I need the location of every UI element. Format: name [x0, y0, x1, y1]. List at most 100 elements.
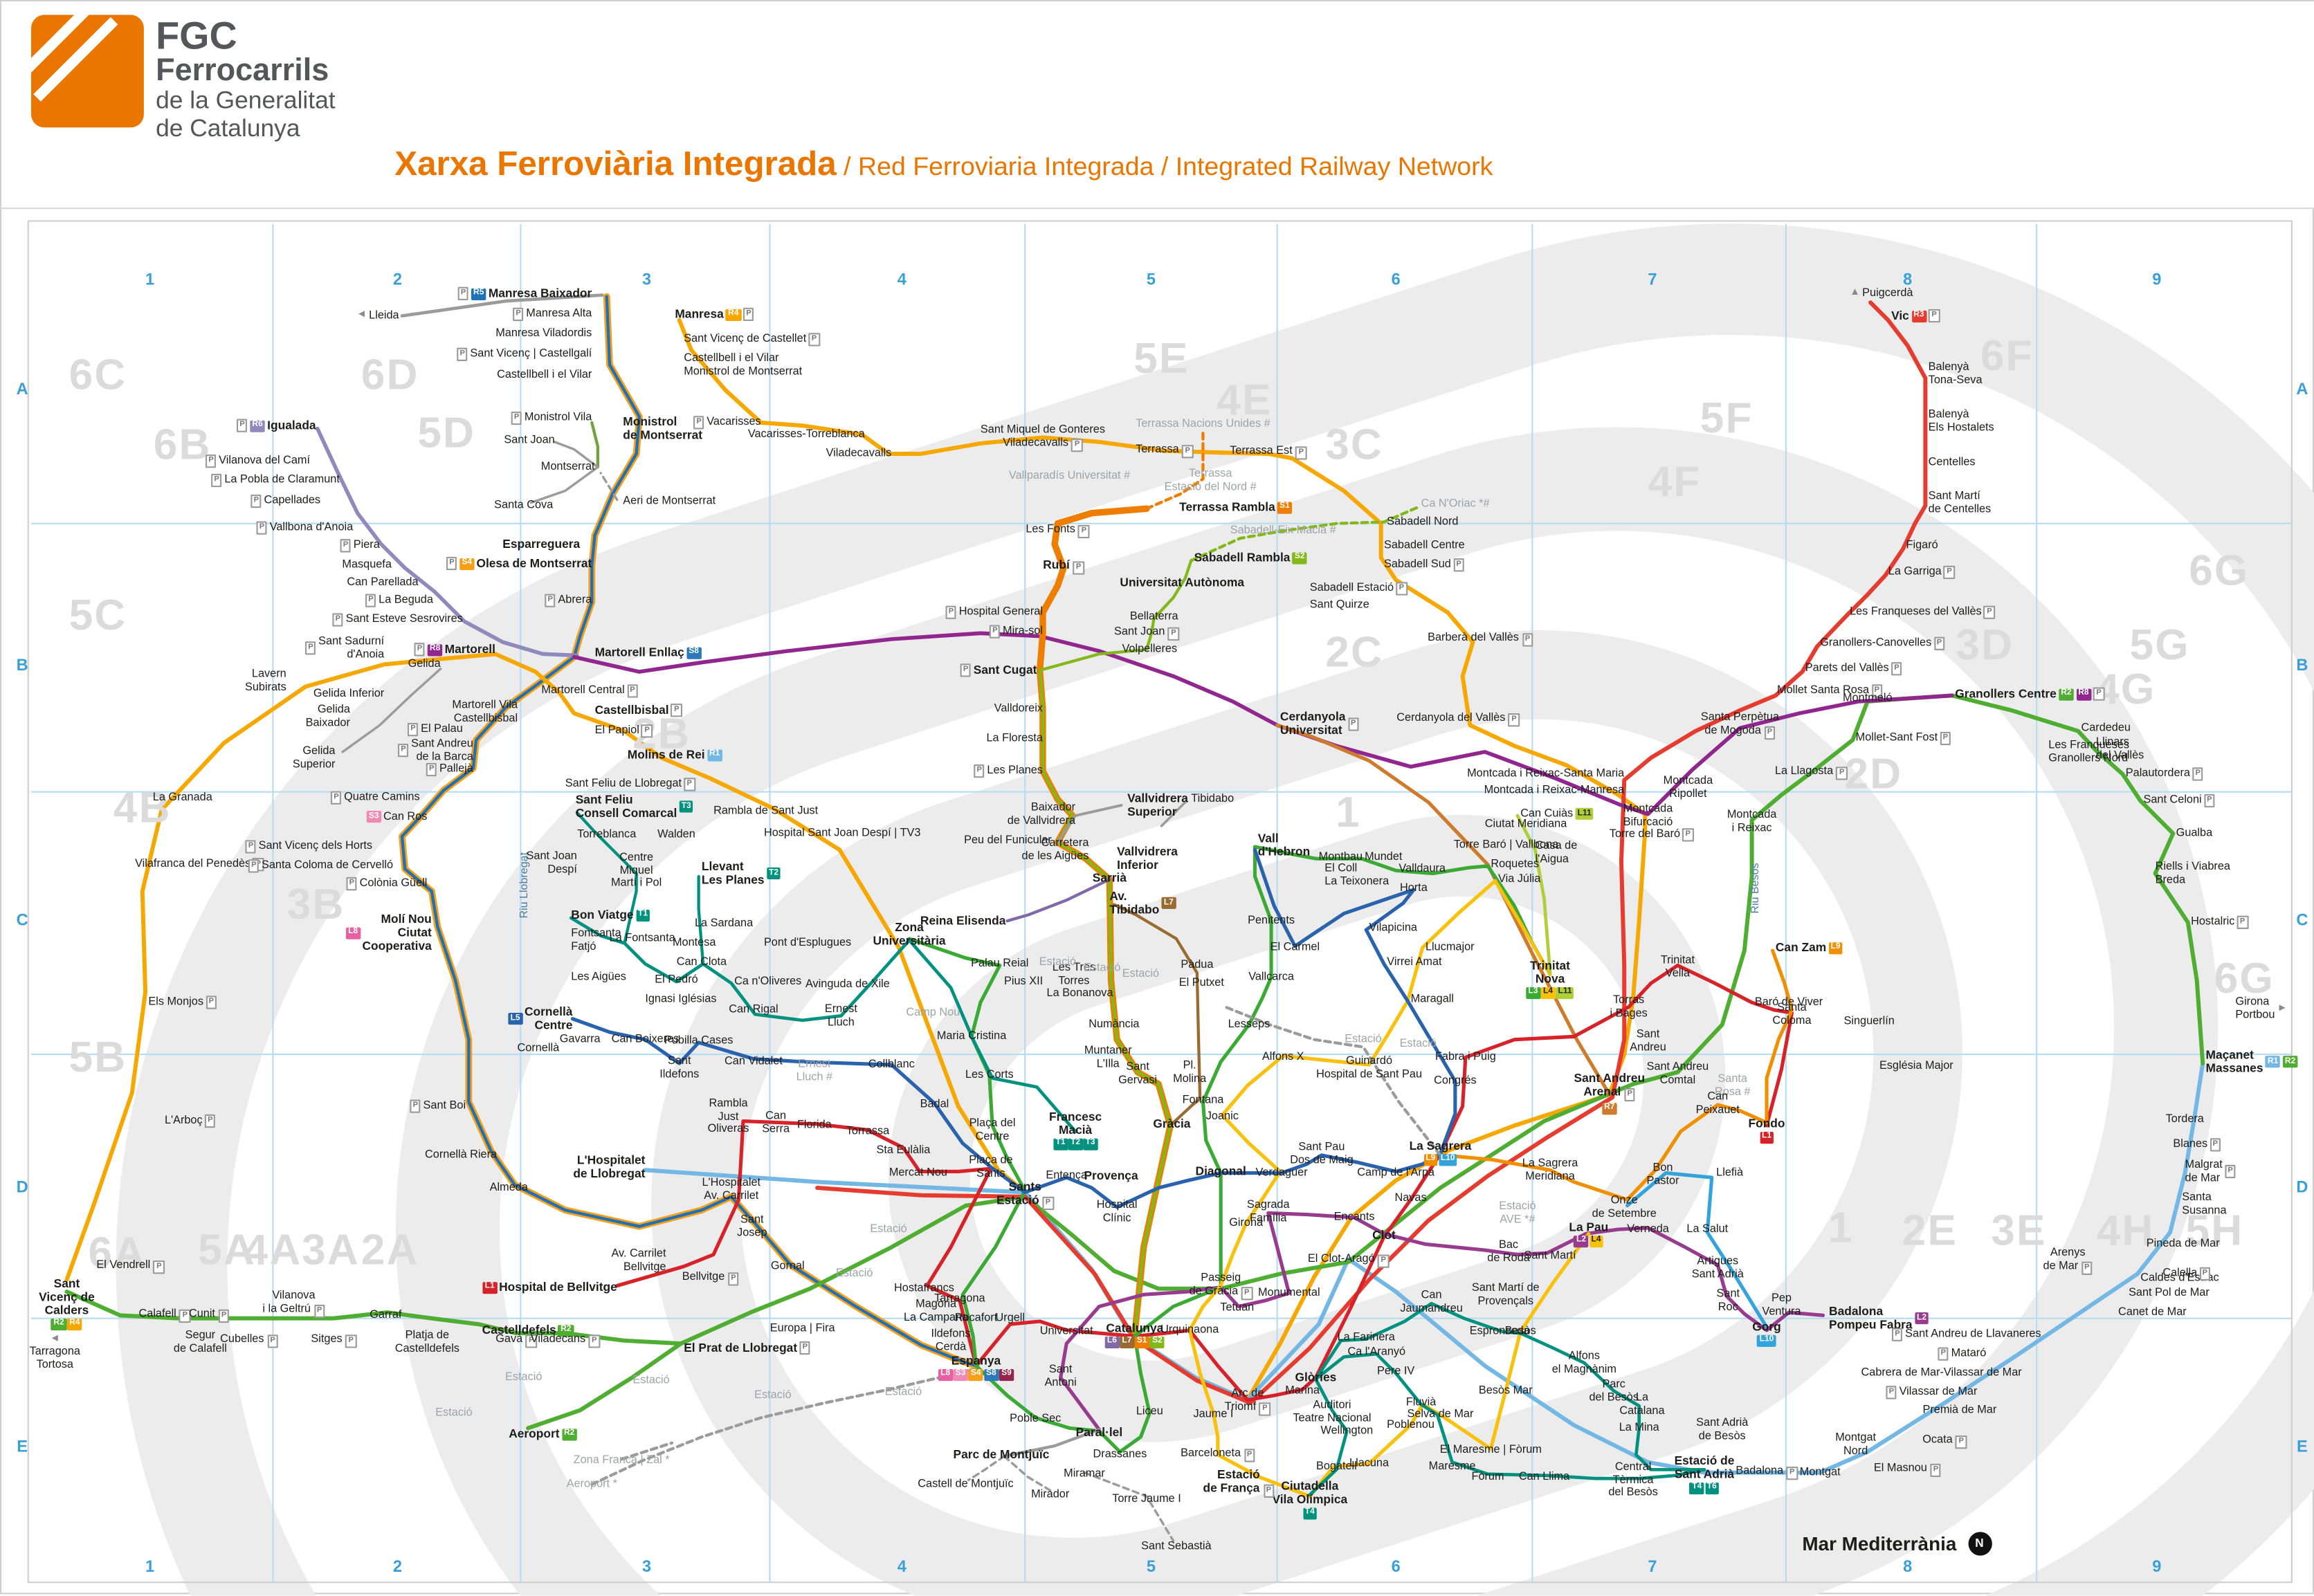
station-name: Alfons X: [1261, 1049, 1304, 1063]
station-name: Singuerlín: [1843, 1013, 1895, 1027]
parking-icon: P: [304, 641, 316, 655]
station-name: Ca n'Oliveres: [734, 973, 802, 988]
station-name: Olesa de Montserrat: [476, 556, 592, 571]
line-badge-S8: S8: [686, 646, 702, 659]
station-name: Tarragona: [934, 1291, 985, 1305]
station-label: Estació: [1084, 962, 1120, 975]
station-name: Baró de Viver: [1754, 994, 1823, 1009]
station-label: Viladecans P: [531, 1332, 600, 1348]
station-label: Urquinaona: [1160, 1323, 1219, 1337]
line-badge-L11: L11: [1556, 987, 1574, 999]
station-name: Platja de Castelldefels: [394, 1328, 459, 1355]
parking-icon: P: [1396, 582, 1407, 596]
fare-zone-number: 6A: [88, 1230, 147, 1278]
rail-line-L9: [1441, 1103, 1769, 1202]
station-label: ◄Tarragona Tortosa: [30, 1334, 80, 1371]
station-name: Collblanc: [868, 1056, 915, 1071]
station-name: Les Franqueses del Vallès: [1850, 605, 1982, 618]
station-name: Sant Andreu de Llavaneres: [1905, 1326, 2041, 1341]
station-name: Premià de Mar: [1922, 1402, 1997, 1416]
station-name: La Floresta: [986, 731, 1043, 744]
station-name: Casa de l'Aigua: [1535, 838, 1578, 865]
parking-icon: P: [727, 1272, 739, 1286]
rail-line-gray: [1003, 1455, 1052, 1492]
line-badge-L2: L2: [1574, 1235, 1589, 1247]
station-label: Pep Ventura: [1762, 1292, 1801, 1317]
station-label: Ignasi Iglésias: [645, 993, 716, 1006]
station-name: Tordera: [2165, 1112, 2204, 1126]
parking-icon: P: [410, 1099, 421, 1113]
station-label: Bac de Roda: [1487, 1238, 1530, 1264]
station-name: Badal: [920, 1097, 949, 1111]
station-name: Urgell: [995, 1310, 1026, 1324]
fare-zone-number: 3C: [1325, 421, 1383, 470]
fare-zone-number: 2E: [1902, 1207, 1958, 1256]
fare-zone-number: 5A: [198, 1227, 256, 1275]
line-badge-L7: L7: [1120, 1335, 1134, 1348]
station-label: Fluvià: [1406, 1396, 1436, 1409]
station-label: Pubilla Cases: [664, 1034, 734, 1047]
station-label: Monumental: [1258, 1286, 1320, 1299]
station-label: Vilanova i la Geltrú P: [262, 1289, 325, 1318]
station-name: Girona Portbou: [2235, 994, 2275, 1020]
rail-line-S2: [1190, 505, 1420, 562]
station-label: Paral·lel: [1076, 1426, 1123, 1439]
rail-line-cremallera: [590, 421, 600, 469]
line-badge-T2: T2: [1068, 1137, 1083, 1150]
station-name: Walden: [657, 827, 695, 841]
station-name: Castelldefels: [482, 1323, 556, 1337]
station-name: Hospital Sant Joan Despí | TV3: [763, 825, 921, 839]
parking-icon: P: [525, 1334, 537, 1348]
station-label: Sabadell Nord: [1387, 515, 1458, 528]
station-label: Can Vidalet: [725, 1055, 783, 1068]
station-label: Plaça del Centre: [969, 1117, 1016, 1142]
station-label: Camp Nou: [906, 1006, 960, 1019]
station-label: La Salut: [1686, 1222, 1728, 1236]
station-name: Vallvidrera Inferior: [1117, 845, 1178, 872]
parking-icon: P: [1764, 725, 1776, 740]
rail-line-L10: [1625, 1171, 1769, 1330]
station-name: Espronceda: [1469, 1323, 1530, 1337]
station-name: Parets del Vallès: [1805, 661, 1889, 675]
station-name: Vilapicina: [1369, 920, 1417, 934]
station-name: Santa Coloma: [1772, 1000, 1812, 1027]
station-name: Santa Rosa #: [1714, 1071, 1751, 1098]
station-name: Sant Pol de Mar: [2129, 1285, 2210, 1299]
station-label: Vacarisses-Torreblanca: [748, 428, 865, 441]
station-label: Canet de Mar: [2118, 1305, 2187, 1319]
station-name: El Vendrell P: [96, 1258, 165, 1274]
station-name: Mataró: [1951, 1346, 1987, 1360]
station-label: Masquefa: [342, 558, 392, 571]
station-label: Bellvitge P: [682, 1269, 739, 1286]
station-label: Valldaura: [1399, 862, 1446, 875]
grid-column-label: 5: [1146, 1558, 1156, 1577]
station-name: Estació: [1039, 954, 1077, 969]
parking-icon: P: [248, 859, 259, 873]
station-name: Virrei Amat: [1387, 954, 1442, 969]
station-label: Terrassa Estació del Nord #: [1165, 467, 1257, 493]
station-name: Martorell Vila Castellbisbal: [452, 697, 518, 724]
station-name: Ildefons Cerdà: [931, 1326, 971, 1352]
grid-column-label: 2: [392, 271, 403, 290]
grid-column-label: 7: [1648, 271, 1657, 290]
station-label: Navas: [1394, 1191, 1426, 1204]
station-label: Numància: [1088, 1018, 1139, 1031]
station-label: Aeroport *: [567, 1478, 617, 1491]
station-name: Verdaguer: [1255, 1165, 1308, 1179]
parking-icon: P: [626, 684, 638, 698]
station-name: Montgat Nord: [1835, 1430, 1877, 1457]
station-label: Estació: [1039, 954, 1077, 969]
fare-zone-number: 6G: [2189, 548, 2250, 596]
station-name: Rocafort: [954, 1310, 998, 1324]
station-label: Lesseps: [1228, 1018, 1270, 1031]
station-name: Ignasi Iglésias: [645, 991, 717, 1005]
parking-icon: P: [2236, 915, 2248, 929]
parking-icon: P: [1071, 437, 1083, 452]
station-label: Virrei Amat: [1387, 954, 1442, 969]
